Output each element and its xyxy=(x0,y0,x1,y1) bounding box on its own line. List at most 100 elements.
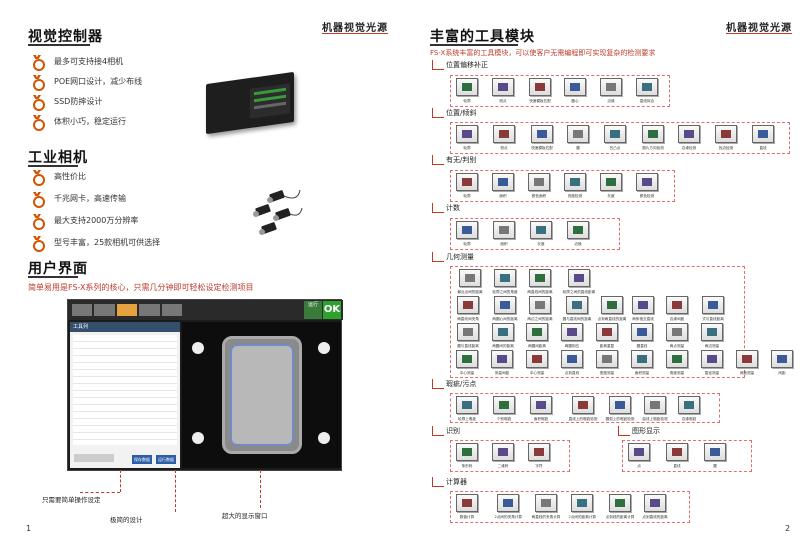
tool-button[interactable]: 边缘 xyxy=(567,221,589,247)
tool-button[interactable]: 两点测量 xyxy=(666,323,688,349)
tool-button[interactable]: 边缘间距 xyxy=(666,296,688,322)
tool-button[interactable]: 点到直线 xyxy=(561,350,583,376)
tool-button[interactable]: 宽度测量 xyxy=(596,350,618,376)
tool-button[interactable]: 角度测量 xyxy=(666,350,688,376)
tool-button[interactable]: 两直线间的距离 xyxy=(526,269,554,295)
tool-icon xyxy=(571,494,594,512)
tool-button[interactable]: 两直线的夹角计算 xyxy=(530,494,562,520)
tool-button[interactable]: 两条相交直线 xyxy=(631,296,655,322)
tool-button[interactable]: 两圆心间的距离 xyxy=(491,296,519,322)
value-field[interactable] xyxy=(74,454,114,462)
tool-button[interactable]: 两直线间夹角 xyxy=(456,296,480,322)
tool-button[interactable]: 直线 xyxy=(752,125,774,151)
tool-button[interactable]: 面积测量 xyxy=(631,350,653,376)
tool-button[interactable]: 条形码 xyxy=(456,443,478,469)
tool-button[interactable]: 两圆间距离 xyxy=(526,323,548,349)
tool-button[interactable]: 轮廓 xyxy=(456,173,478,199)
tool-button[interactable]: 直线 xyxy=(666,443,688,469)
tool-button[interactable]: 直径测量 xyxy=(701,350,723,376)
run-data-button[interactable]: 运行数据 xyxy=(156,455,176,464)
tool-button[interactable]: 圆弧上的瑕疵检测 xyxy=(604,396,636,422)
tool-button[interactable]: 灰度 xyxy=(530,221,552,247)
tool-button[interactable]: 亮度检测 xyxy=(564,173,586,199)
tool-button[interactable]: 圆 xyxy=(704,443,726,469)
tool-icon xyxy=(492,173,514,191)
tool-icon xyxy=(561,323,583,341)
tool-button[interactable]: 字符 xyxy=(528,443,550,469)
tool-icon xyxy=(528,443,550,461)
tool-button[interactable]: 轮廓 xyxy=(456,78,478,104)
tool-button[interactable]: 面积 xyxy=(493,221,515,247)
tool-button[interactable]: 圆 xyxy=(567,125,589,151)
tool-label: 轮廓 xyxy=(463,98,471,103)
tool-icon xyxy=(628,443,650,461)
tool-button[interactable]: 数值计算 xyxy=(456,494,478,520)
tool-button[interactable]: 快速模板匹配 xyxy=(530,125,554,151)
tool-button[interactable]: 圆心 xyxy=(564,78,586,104)
brand-logo-right: 机器视觉光源 xyxy=(726,23,792,34)
tool-button[interactable]: 轮廓之间的角度 xyxy=(491,269,519,295)
tool-button[interactable]: 点到直线的距离 xyxy=(641,494,669,520)
tool-button[interactable]: 找边检测 xyxy=(715,125,737,151)
tool-button[interactable]: 点 xyxy=(628,443,650,469)
tool-button[interactable]: 颜色检测 xyxy=(636,173,658,199)
tool-button[interactable]: 圆与直线间的距离 xyxy=(561,296,593,322)
tool-button[interactable]: 测量间距 xyxy=(491,350,513,376)
tool-label: 中心测量 xyxy=(529,370,545,375)
tool-button[interactable]: 灰度 xyxy=(600,173,622,199)
tool-button[interactable]: 点到两直线的距离 xyxy=(596,296,628,322)
tool-button[interactable]: 二维码 xyxy=(492,443,514,469)
tool-label: 面积测量 xyxy=(634,370,650,375)
tool-button[interactable]: 间距测量 xyxy=(736,350,758,376)
tool-button[interactable]: 两圆间的距离 xyxy=(491,323,515,349)
tool-button[interactable]: 两边之间的距离 xyxy=(526,296,554,322)
tool-label: 颜色检测 xyxy=(639,193,655,198)
tool-button[interactable]: 凹凸点 xyxy=(604,125,626,151)
tool-button[interactable]: 斑点 xyxy=(493,125,515,151)
tool-label: 边缘 xyxy=(607,98,615,103)
tool-button[interactable]: 直线上的瑕疵检测 xyxy=(567,396,599,422)
image-viewer[interactable] xyxy=(182,322,341,468)
tool-button[interactable]: 2点间的夹角计算 xyxy=(493,494,524,520)
tool-button[interactable]: 快速模板匹配 xyxy=(528,78,552,104)
tool-button[interactable]: 轮廓之间的直线距离 xyxy=(561,269,597,295)
tool-button[interactable]: 个别瑕疵 xyxy=(493,396,515,422)
tool-button[interactable]: 边缘检测 xyxy=(678,125,700,151)
tool-button[interactable]: 轮廓 xyxy=(456,221,478,247)
tool-button[interactable]: 中心测量 xyxy=(526,350,548,376)
tool-button[interactable]: 中心测量 xyxy=(456,350,478,376)
tool-button[interactable]: 间距 xyxy=(771,350,793,376)
callout-simple-operation: 只需要简单操作设定 xyxy=(42,496,101,504)
medal-icon xyxy=(32,55,45,71)
tool-button[interactable]: 点到线的距离计算 xyxy=(604,494,636,520)
tool-icon xyxy=(564,173,586,191)
tool-button[interactable]: 式与直线距离 xyxy=(701,296,725,322)
tool-button[interactable]: 面积 xyxy=(492,173,514,199)
tool-group-label: 瑕疵/污点 xyxy=(444,379,479,389)
tool-button[interactable]: 边缘瑕疵 xyxy=(678,396,700,422)
tool-button[interactable]: 圆与直线距离 xyxy=(456,323,480,349)
tool-label: 距离重复 xyxy=(599,343,615,348)
tool-button[interactable]: 圆直线 xyxy=(631,323,653,349)
tool-icon xyxy=(456,173,478,191)
tool-button[interactable]: 2点间的距离计算 xyxy=(567,494,598,520)
tool-button[interactable]: 斑点 xyxy=(492,78,514,104)
tool-button[interactable]: 两圆相位 xyxy=(561,323,583,349)
tool-button[interactable]: 直线拟合 xyxy=(636,78,658,104)
tool-label: 间距 xyxy=(778,370,786,375)
save-data-button[interactable]: 保存数据 xyxy=(132,455,152,464)
tool-button[interactable]: 轮廓 xyxy=(456,125,478,151)
tool-label: 轮廓之间的直线距离 xyxy=(562,289,596,294)
tool-button[interactable]: 边缘 xyxy=(600,78,622,104)
tool-button[interactable]: 两边测量 xyxy=(701,323,723,349)
tool-button[interactable]: 颜色面积 xyxy=(528,173,550,199)
tool-button[interactable]: 面积瑕疵 xyxy=(530,396,552,422)
tool-button[interactable]: 轮廓上瑕疵 xyxy=(456,396,478,422)
tool-label: 面积 xyxy=(499,193,507,198)
tool-button[interactable]: 距离重复 xyxy=(596,323,618,349)
tool-button[interactable]: 曲线上瑕疵检测 xyxy=(641,396,669,422)
tool-button[interactable]: 图片方向检测 xyxy=(641,125,665,151)
ok-button[interactable]: OK xyxy=(323,301,341,319)
run-button[interactable]: 运行 xyxy=(304,301,322,319)
tool-button[interactable]: 最近点间的距离 xyxy=(456,269,484,295)
